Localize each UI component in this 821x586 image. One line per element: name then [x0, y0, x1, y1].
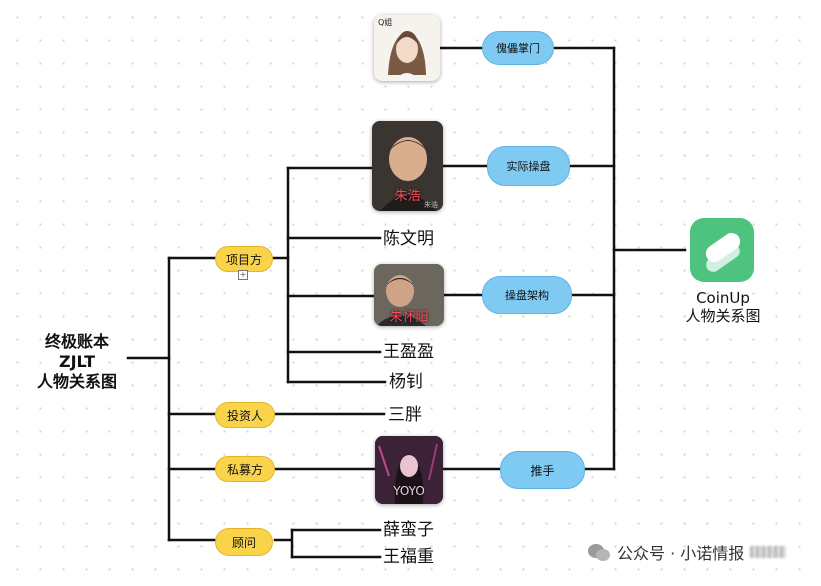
root-title-line2: ZJLT [58, 352, 95, 371]
person-sanpang: 三胖 [388, 405, 422, 425]
role-promoter: 推手 [500, 451, 585, 489]
category-project: 项目方 [215, 246, 273, 272]
root-title: 终极账本 ZJLT 人物关系图 [22, 332, 132, 392]
person-wang-fuzhong: 王福重 [383, 547, 434, 567]
role-operation-structure: 操盘架构 [482, 276, 572, 314]
coinup-label: CoinUp 人物关系图 [668, 289, 778, 325]
person-chen-wenming: 陈文明 [383, 229, 434, 249]
photo-zhu-hao-tiny: 朱浩 [424, 201, 438, 209]
photo-q-label: Q姐 [378, 18, 393, 27]
photo-zhu-huaiyang: 朱怀阳 [374, 264, 444, 326]
photo-zhu-hao: 朱浩 朱浩 [372, 121, 443, 211]
photo-yoyo-caption: YOYO [393, 484, 425, 498]
coinup-logo-icon [705, 232, 741, 272]
wechat-icon [588, 544, 610, 561]
category-advisor: 顾问 [215, 528, 273, 556]
role-actual-operator: 实际操盘 [487, 146, 570, 186]
person-wang-yingying: 王盈盈 [383, 342, 434, 362]
photo-q-jie: Q姐 [374, 15, 440, 81]
coinup-app-icon [690, 218, 754, 282]
root-title-line3: 人物关系图 [36, 372, 117, 391]
category-private: 私募方 [215, 456, 275, 482]
watermark-blur [750, 546, 787, 558]
watermark-text: 公众号 · 小诺情报 [617, 544, 745, 563]
root-title-line1: 终极账本 [44, 332, 109, 351]
photo-yoyo: YOYO [375, 436, 443, 504]
expand-icon[interactable]: + [238, 270, 248, 280]
person-yang-zhao: 杨钊 [389, 372, 423, 392]
portrait-man-icon [372, 121, 443, 211]
watermark: 公众号 · 小诺情报 [587, 540, 787, 564]
coinup-name: CoinUp [696, 289, 750, 307]
portrait-woman-icon [388, 31, 426, 81]
coinup-subtitle: 人物关系图 [685, 307, 761, 325]
person-xue-manzi: 薛蛮子 [383, 520, 434, 540]
portrait-woman-icon [375, 436, 443, 504]
portrait-man-icon [374, 264, 444, 326]
category-investor: 投资人 [215, 402, 275, 428]
photo-zhu-hao-caption: 朱浩 [394, 189, 421, 204]
role-puppet-leader: 傀儡掌门 [482, 31, 554, 65]
photo-zhu-huaiyang-caption: 朱怀阳 [389, 310, 429, 325]
